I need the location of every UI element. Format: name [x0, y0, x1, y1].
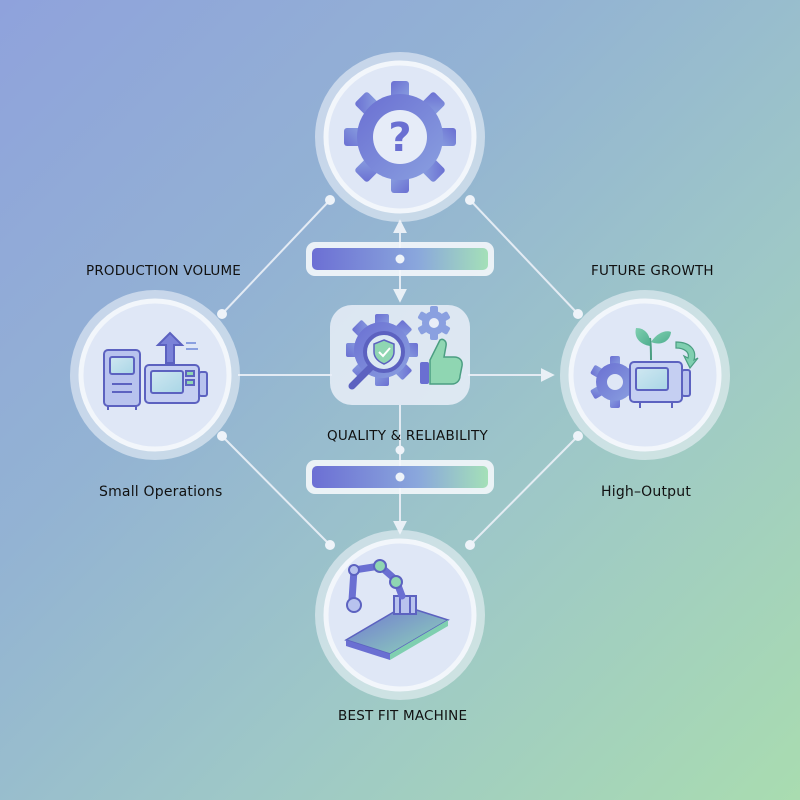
- connector-dot: [325, 195, 335, 205]
- node-center: [330, 305, 470, 405]
- label-quality-reliability: QUALITY & RELIABILITY: [327, 428, 488, 444]
- connector-dot: [217, 431, 227, 441]
- connector-dot: [395, 445, 405, 455]
- connector-dot: [217, 309, 227, 319]
- connector-dot: [573, 309, 583, 319]
- node-right: [560, 290, 730, 460]
- quality-inspection-icon: [346, 306, 463, 390]
- svg-text:?: ?: [388, 115, 411, 161]
- connector-dot: [325, 540, 335, 550]
- label-future-growth: FUTURE GROWTH: [591, 263, 714, 279]
- label-best-fit-machine: BEST FIT MACHINE: [338, 708, 468, 724]
- connectors: [221, 199, 579, 546]
- connector-top-left: [221, 199, 331, 315]
- connector-dot: [465, 540, 475, 550]
- connector-dots: [217, 195, 583, 550]
- label-small-operations: Small Operations: [99, 484, 223, 500]
- production-machines-icon: [103, 331, 208, 410]
- connector-left-bottom: [221, 435, 331, 546]
- node-left: [70, 290, 240, 460]
- node-bottom: [315, 530, 485, 700]
- label-high-output: High–Output: [601, 484, 692, 500]
- bar-upper: [306, 242, 494, 276]
- node-top: ?: [315, 52, 485, 222]
- bar-lower: [306, 460, 494, 494]
- connector-dot: [465, 195, 475, 205]
- connector-right-bottom: [469, 435, 579, 546]
- growth-machine-icon: [590, 328, 699, 408]
- label-production-volume: PRODUCTION VOLUME: [86, 263, 242, 279]
- robotic-arm-icon: [344, 559, 450, 660]
- connector-dot: [573, 431, 583, 441]
- question-gear-icon: ?: [344, 81, 456, 193]
- connector-top-right: [469, 199, 579, 315]
